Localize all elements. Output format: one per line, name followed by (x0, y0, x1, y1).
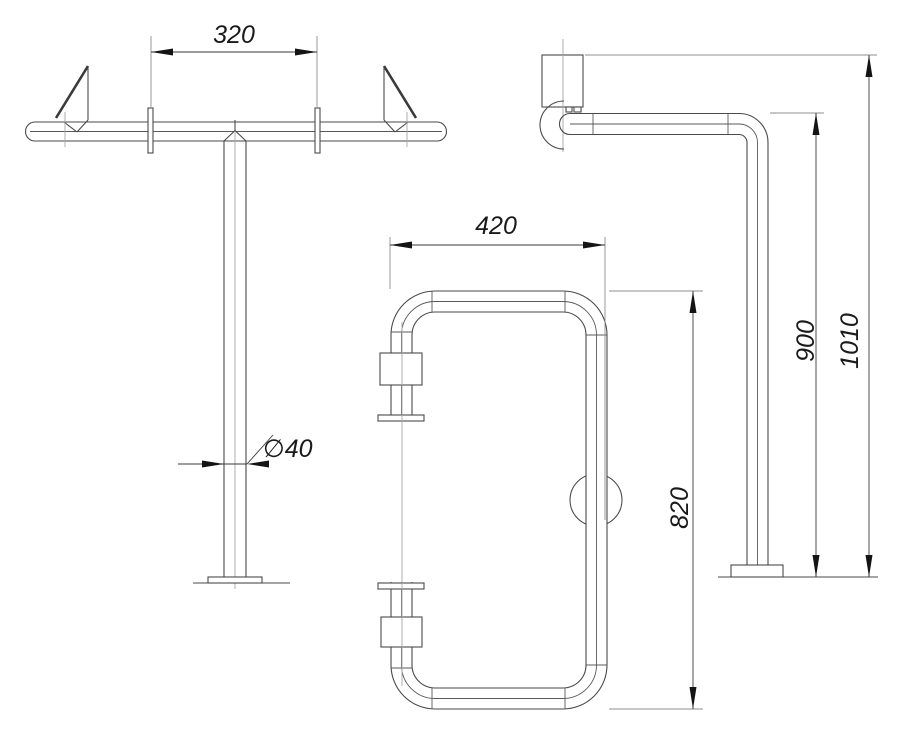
front-loop-outer (390, 290, 608, 710)
side-wall-plate-foot (573, 106, 582, 113)
front-joint-ticks (391, 291, 607, 709)
arrow-down-icon (812, 555, 820, 577)
side-rail (570, 112, 769, 143)
side-post (746, 142, 769, 565)
mount-block (380, 616, 423, 648)
dimension-820: 820 (609, 290, 703, 710)
plan-post (223, 120, 247, 589)
dimension-1010: 1010 (585, 54, 877, 577)
mount-block (379, 352, 423, 386)
front-loop-inner (411, 311, 587, 689)
plan-view: 320 ∅40 (24, 21, 448, 589)
arrow-right-icon (202, 460, 224, 468)
arrow-left-icon (151, 48, 173, 56)
plan-floor-flange (193, 576, 290, 584)
plan-rail-outline (24, 121, 448, 142)
dimension-900-label: 900 (792, 320, 820, 362)
side-rail-endcap (559, 112, 571, 136)
front-upper-mount (377, 352, 425, 422)
dimension-320: 320 (150, 21, 318, 107)
dimension-900: 900 (770, 112, 824, 577)
dimension-1010-label: 1010 (836, 313, 864, 369)
dimension-dia40-label: ∅40 (263, 435, 313, 463)
plan-left-collar (147, 107, 154, 154)
side-wall-plate-foot (565, 106, 573, 113)
arrow-right-icon (295, 48, 317, 56)
side-elbow (539, 100, 565, 150)
arrow-down-icon (689, 687, 697, 709)
dimension-420: 420 (389, 212, 606, 520)
mount-flange (377, 414, 425, 422)
side-floor-flange (730, 564, 784, 578)
mount-flange (377, 582, 425, 590)
arrow-left-icon (247, 460, 269, 468)
arrow-up-icon (865, 55, 873, 77)
arrow-left-icon (390, 241, 412, 249)
dimension-820-label: 820 (666, 487, 694, 529)
dimension-320-label: 320 (213, 21, 255, 49)
front-loop-seam (401, 301, 597, 699)
side-wall-plate (541, 54, 584, 108)
front-wall-gap (386, 421, 420, 582)
plan-right-bracket (382, 65, 418, 147)
front-view: 420 820 (377, 212, 703, 710)
side-view: 900 1010 (539, 39, 878, 578)
front-lower-mount (377, 582, 425, 648)
plan-left-bracket (54, 65, 90, 147)
arrow-down-icon (865, 555, 873, 577)
arrow-up-icon (812, 113, 820, 135)
arrow-up-icon (689, 291, 697, 313)
dimension-dia40: ∅40 (178, 434, 313, 468)
dimension-420-label: 420 (475, 212, 517, 240)
arrow-right-icon (583, 241, 605, 249)
plan-right-collar (314, 107, 321, 154)
